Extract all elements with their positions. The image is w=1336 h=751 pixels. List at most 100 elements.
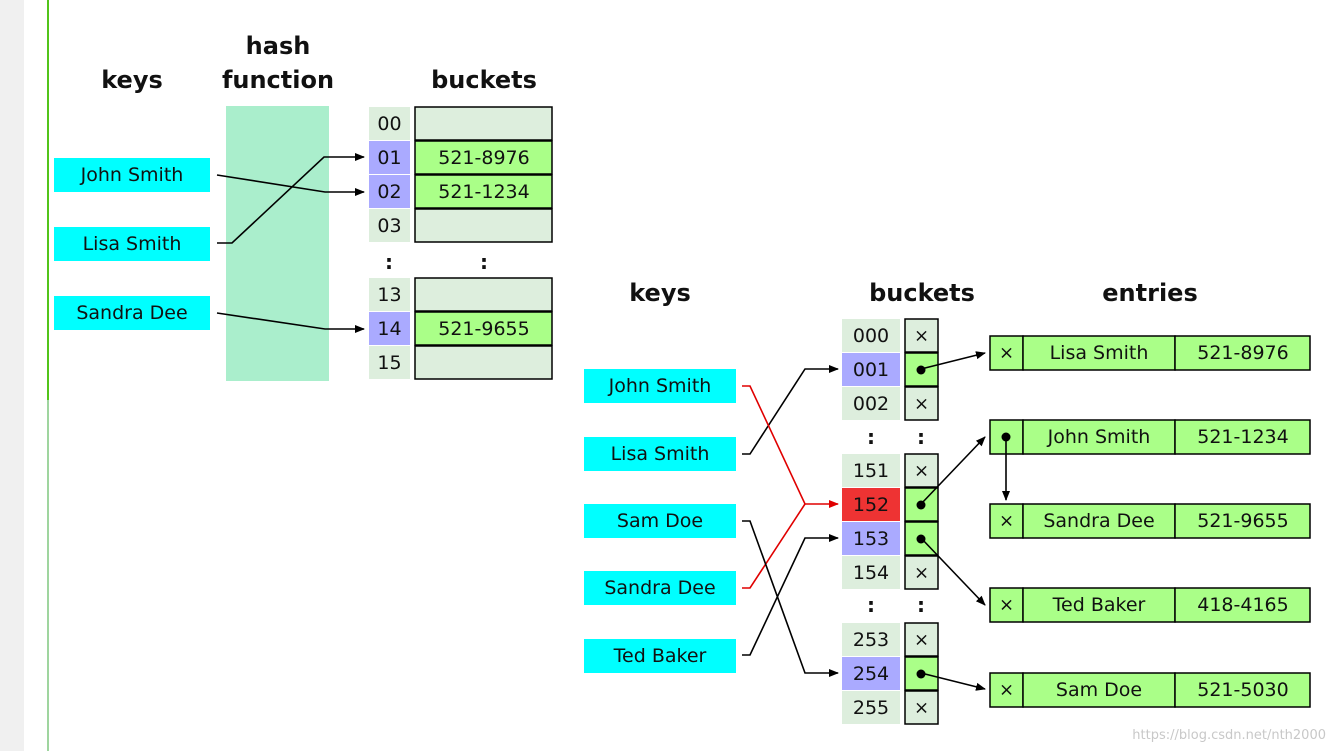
arrow-bucket-153-entry: [920, 537, 986, 606]
hash-function-header: hash: [246, 32, 311, 60]
bucket-index: 14: [377, 318, 401, 340]
bucket-index-cell: [842, 488, 900, 521]
ellipsis: :: [867, 425, 875, 449]
key-box: [584, 437, 736, 471]
bucket-value-cell: [414, 140, 553, 175]
bucket-index-cell: [369, 278, 410, 311]
bucket-index: 02: [377, 181, 401, 203]
arrow-lisa-smith: [217, 153, 365, 244]
bucket-pointer-cell: [904, 318, 939, 353]
entry-name: John Smith: [1047, 426, 1151, 448]
arrow-john-smith: [742, 385, 839, 508]
bucket-index-cell: [842, 353, 900, 386]
entry-phone-cell: [1174, 587, 1311, 623]
key-box: [584, 504, 736, 538]
keys-header: keys: [101, 66, 163, 94]
bucket-index-cell: [842, 522, 900, 555]
bucket-index-cell: [842, 691, 900, 724]
bucket-pointer-cell: [904, 690, 939, 725]
buckets-header: buckets: [431, 66, 537, 94]
bucket-index: 000: [853, 325, 889, 347]
keys-header: keys: [629, 279, 691, 307]
null-pointer: ×: [914, 461, 929, 482]
null-pointer: ×: [914, 698, 929, 719]
key-box: [584, 639, 736, 673]
key-box: [584, 369, 736, 403]
entry-name: Sandra Dee: [1043, 510, 1154, 532]
null-pointer: ×: [914, 630, 929, 651]
bucket-pointer-cell: [904, 555, 939, 590]
bucket-index: 01: [377, 147, 401, 169]
bucket-value-cell: [414, 277, 553, 312]
bucket-index: 001: [853, 359, 889, 381]
page-rule-lower: [47, 400, 49, 751]
entry-name: Sam Doe: [1056, 679, 1142, 701]
key-label: John Smith: [80, 164, 184, 186]
bucket-index: 00: [377, 113, 401, 135]
pointer-dot: [916, 669, 926, 679]
arrow-lisa-smith: [742, 365, 839, 455]
arrow-bucket-152-entry: [920, 436, 986, 505]
ellipsis: :: [917, 593, 925, 617]
bucket-index-cell: [369, 175, 410, 208]
bucket-index-cell: [369, 107, 410, 140]
null-pointer: ×: [914, 563, 929, 584]
ellipsis: :: [385, 250, 393, 274]
hash-function-band: [226, 106, 329, 381]
arrow-bucket-001-entry: [920, 351, 986, 370]
bucket-value: 521-8976: [438, 147, 529, 169]
key-label: Sam Doe: [617, 510, 703, 532]
entry-name-cell: [1022, 335, 1176, 371]
bucket-index: 154: [853, 562, 889, 584]
bucket-value-cell: [414, 174, 553, 209]
bucket-pointer-cell: [904, 656, 939, 691]
bucket-index: 151: [853, 460, 889, 482]
pointer-dot: [916, 365, 926, 375]
bucket-index: 15: [377, 352, 401, 374]
bucket-value: 521-9655: [438, 318, 529, 340]
entry-phone: 418-4165: [1197, 594, 1288, 616]
entry-next-cell: [989, 335, 1024, 371]
entry-phone-cell: [1174, 419, 1311, 455]
ellipsis: :: [917, 425, 925, 449]
key-label: Sandra Dee: [76, 302, 187, 324]
bucket-value-cell: [414, 106, 553, 141]
bucket-index-cell: [842, 623, 900, 656]
key-box: [54, 158, 210, 192]
bucket-index-cell: [842, 556, 900, 589]
key-label: Ted Baker: [613, 645, 707, 667]
arrow-sandra-dee: [742, 503, 806, 589]
bucket-index-cell: [369, 312, 410, 345]
bucket-index-cell: [369, 141, 410, 174]
bucket-index-cell: [842, 319, 900, 352]
bucket-index: 253: [853, 629, 889, 651]
bucket-index-cell: [369, 209, 410, 242]
key-label: Sandra Dee: [604, 577, 715, 599]
arrow-ted-baker: [742, 534, 839, 656]
entry-phone: 521-5030: [1197, 679, 1288, 701]
page-left-gutter: [0, 0, 24, 751]
bucket-index: 13: [377, 284, 401, 306]
entry-phone-cell: [1174, 335, 1311, 371]
entry-name-cell: [1022, 503, 1176, 539]
key-label: Lisa Smith: [83, 233, 182, 255]
null-pointer: ×: [999, 680, 1014, 701]
entry-next-cell: [989, 587, 1024, 623]
bucket-index-cell: [842, 387, 900, 420]
hash-function-header-line2: function: [222, 66, 334, 94]
entry-phone: 521-9655: [1197, 510, 1288, 532]
bucket-index: 254: [853, 663, 889, 685]
bucket-pointer-cell: [904, 622, 939, 657]
bucket-index: 255: [853, 697, 889, 719]
bucket-index: 152: [853, 494, 889, 516]
bucket-index-cell: [842, 657, 900, 690]
null-pointer: ×: [914, 394, 929, 415]
entry-name-cell: [1022, 419, 1176, 455]
key-label: John Smith: [608, 375, 712, 397]
arrow-sandra-dee: [216, 312, 365, 333]
entry-phone-cell: [1174, 503, 1311, 539]
key-box: [584, 571, 736, 605]
